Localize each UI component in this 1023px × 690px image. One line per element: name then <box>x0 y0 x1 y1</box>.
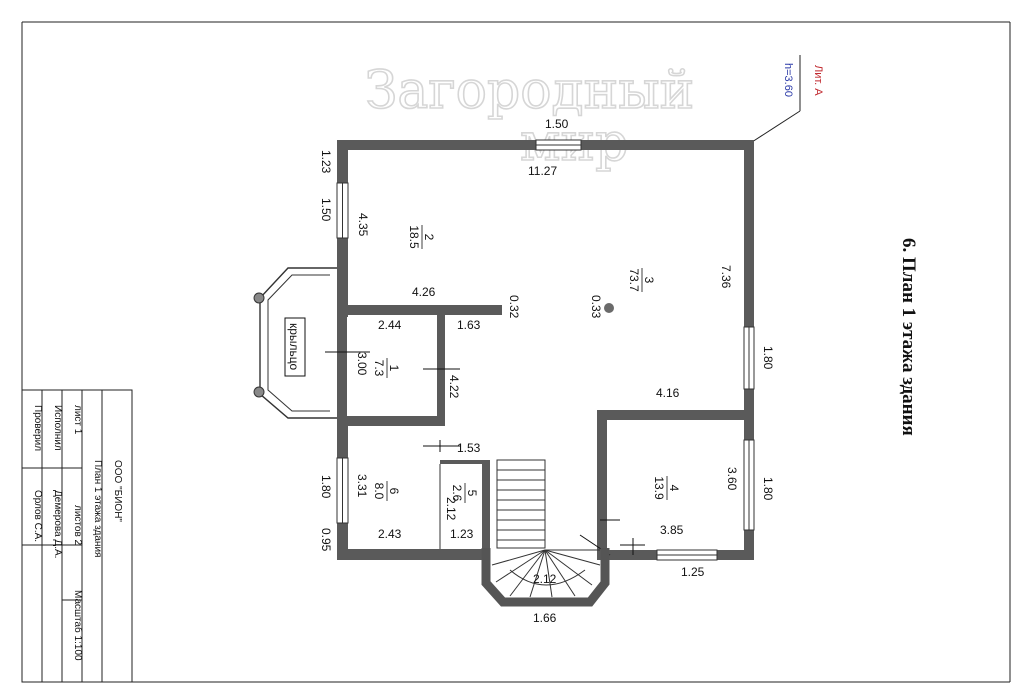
stamp-executed-label: Исполнил <box>52 405 63 451</box>
stair-flight <box>496 459 546 549</box>
watermark-line-1: Загородный <box>365 61 694 121</box>
svg-text:2.6: 2.6 <box>450 485 464 502</box>
room-1-label: 1 7.3 <box>372 358 401 378</box>
svg-text:1: 1 <box>387 365 401 372</box>
sheet-frame <box>21 21 1011 683</box>
dim-1-80-r2: 1.80 <box>761 477 775 501</box>
stamp-checker: Орлов С.А. <box>32 490 43 542</box>
watermark: Загородный мир <box>364 60 695 174</box>
dim-2-12-small: 2.12 <box>444 497 458 521</box>
porch: крыльцо <box>253 267 337 419</box>
room-5-label: 5 2.6 <box>450 483 479 503</box>
dim-1-53: 1.53 <box>457 441 481 455</box>
porch-post-top <box>253 292 265 304</box>
dim-4-22: 4.22 <box>447 375 461 399</box>
stamp-sheets: листов 2 <box>72 505 83 546</box>
dim-11-27: 11.27 <box>528 164 557 178</box>
dim-0-33: 0.33 <box>589 295 603 319</box>
porch-label: крыльцо <box>287 323 301 371</box>
room-6-label: 6 8.0 <box>372 481 401 501</box>
lit-marker: Лит. А h=3.60 <box>751 55 824 143</box>
stair-bay <box>481 548 610 607</box>
dim-0-95: 0.95 <box>319 528 333 552</box>
dim-1-63: 1.63 <box>457 318 481 332</box>
dim-2-12-stair: 2.12 <box>533 572 557 586</box>
dim-2-43: 2.43 <box>378 527 402 541</box>
dim-1-80-left: 1.80 <box>319 475 333 499</box>
svg-text:6: 6 <box>387 488 401 495</box>
porch-post-bottom <box>253 386 265 398</box>
dim-4-35: 4.35 <box>356 213 370 237</box>
dim-3-31: 3.31 <box>355 474 369 498</box>
stamp-checked-label: Проверил <box>32 405 43 451</box>
dim-2-44: 2.44 <box>378 318 402 332</box>
svg-text:7.3: 7.3 <box>372 360 386 377</box>
dim-1-23-bottom: 1.23 <box>450 527 474 541</box>
dim-1-80-right: 1.80 <box>761 346 775 370</box>
svg-text:8.0: 8.0 <box>372 483 386 500</box>
svg-text:2: 2 <box>422 234 436 241</box>
room-labels: 2 18.5 3 73.7 1 7.3 6 8.0 5 2.6 4 13.9 <box>372 225 681 503</box>
dim-1-50-top: 1.50 <box>545 117 569 131</box>
dim-3-60: 3.60 <box>725 467 739 491</box>
stamp-scale: Масштаб 1:100 <box>72 590 84 661</box>
dim-3-85: 3.85 <box>660 523 684 537</box>
dim-3-00: 3.00 <box>355 352 369 376</box>
dimension-labels: 1.50 11.27 1.23 1.50 4.35 4.26 0.32 0.33… <box>319 117 775 625</box>
lit-name: Лит. А <box>812 65 824 96</box>
svg-text:18.5: 18.5 <box>407 225 421 249</box>
title-block: ООО "БИОН" План 1 этажа здания лист 1 ли… <box>21 389 133 683</box>
dim-1-23: 1.23 <box>319 150 333 174</box>
room-3-label: 3 73.7 <box>627 268 656 292</box>
stamp-executor: Демерова Д.А. <box>52 490 63 558</box>
stamp-sheet: лист 1 <box>72 405 83 435</box>
dim-4-26: 4.26 <box>412 285 436 299</box>
svg-text:4: 4 <box>667 485 681 492</box>
porch-label-box <box>284 317 306 377</box>
dim-4-16: 4.16 <box>656 386 680 400</box>
dim-7-36: 7.36 <box>719 265 733 289</box>
lit-height: h=3.60 <box>782 63 794 97</box>
svg-text:73.7: 73.7 <box>627 268 641 292</box>
room-2-label: 2 18.5 <box>407 225 436 249</box>
windows <box>336 139 755 561</box>
dim-1-50-left: 1.50 <box>319 198 333 222</box>
stamp-plan-title: План 1 этажа здания <box>92 460 103 557</box>
svg-text:13.9: 13.9 <box>652 476 666 500</box>
dim-0-32: 0.32 <box>507 295 521 319</box>
svg-text:3: 3 <box>642 277 656 284</box>
room-4-label: 4 13.9 <box>652 476 681 500</box>
svg-text:5: 5 <box>465 490 479 497</box>
page-title: 6. План 1 этажа здания <box>898 238 919 436</box>
column <box>604 303 614 313</box>
dim-1-66: 1.66 <box>533 611 557 625</box>
dim-1-25: 1.25 <box>681 565 705 579</box>
stamp-company: ООО "БИОН" <box>112 460 123 522</box>
